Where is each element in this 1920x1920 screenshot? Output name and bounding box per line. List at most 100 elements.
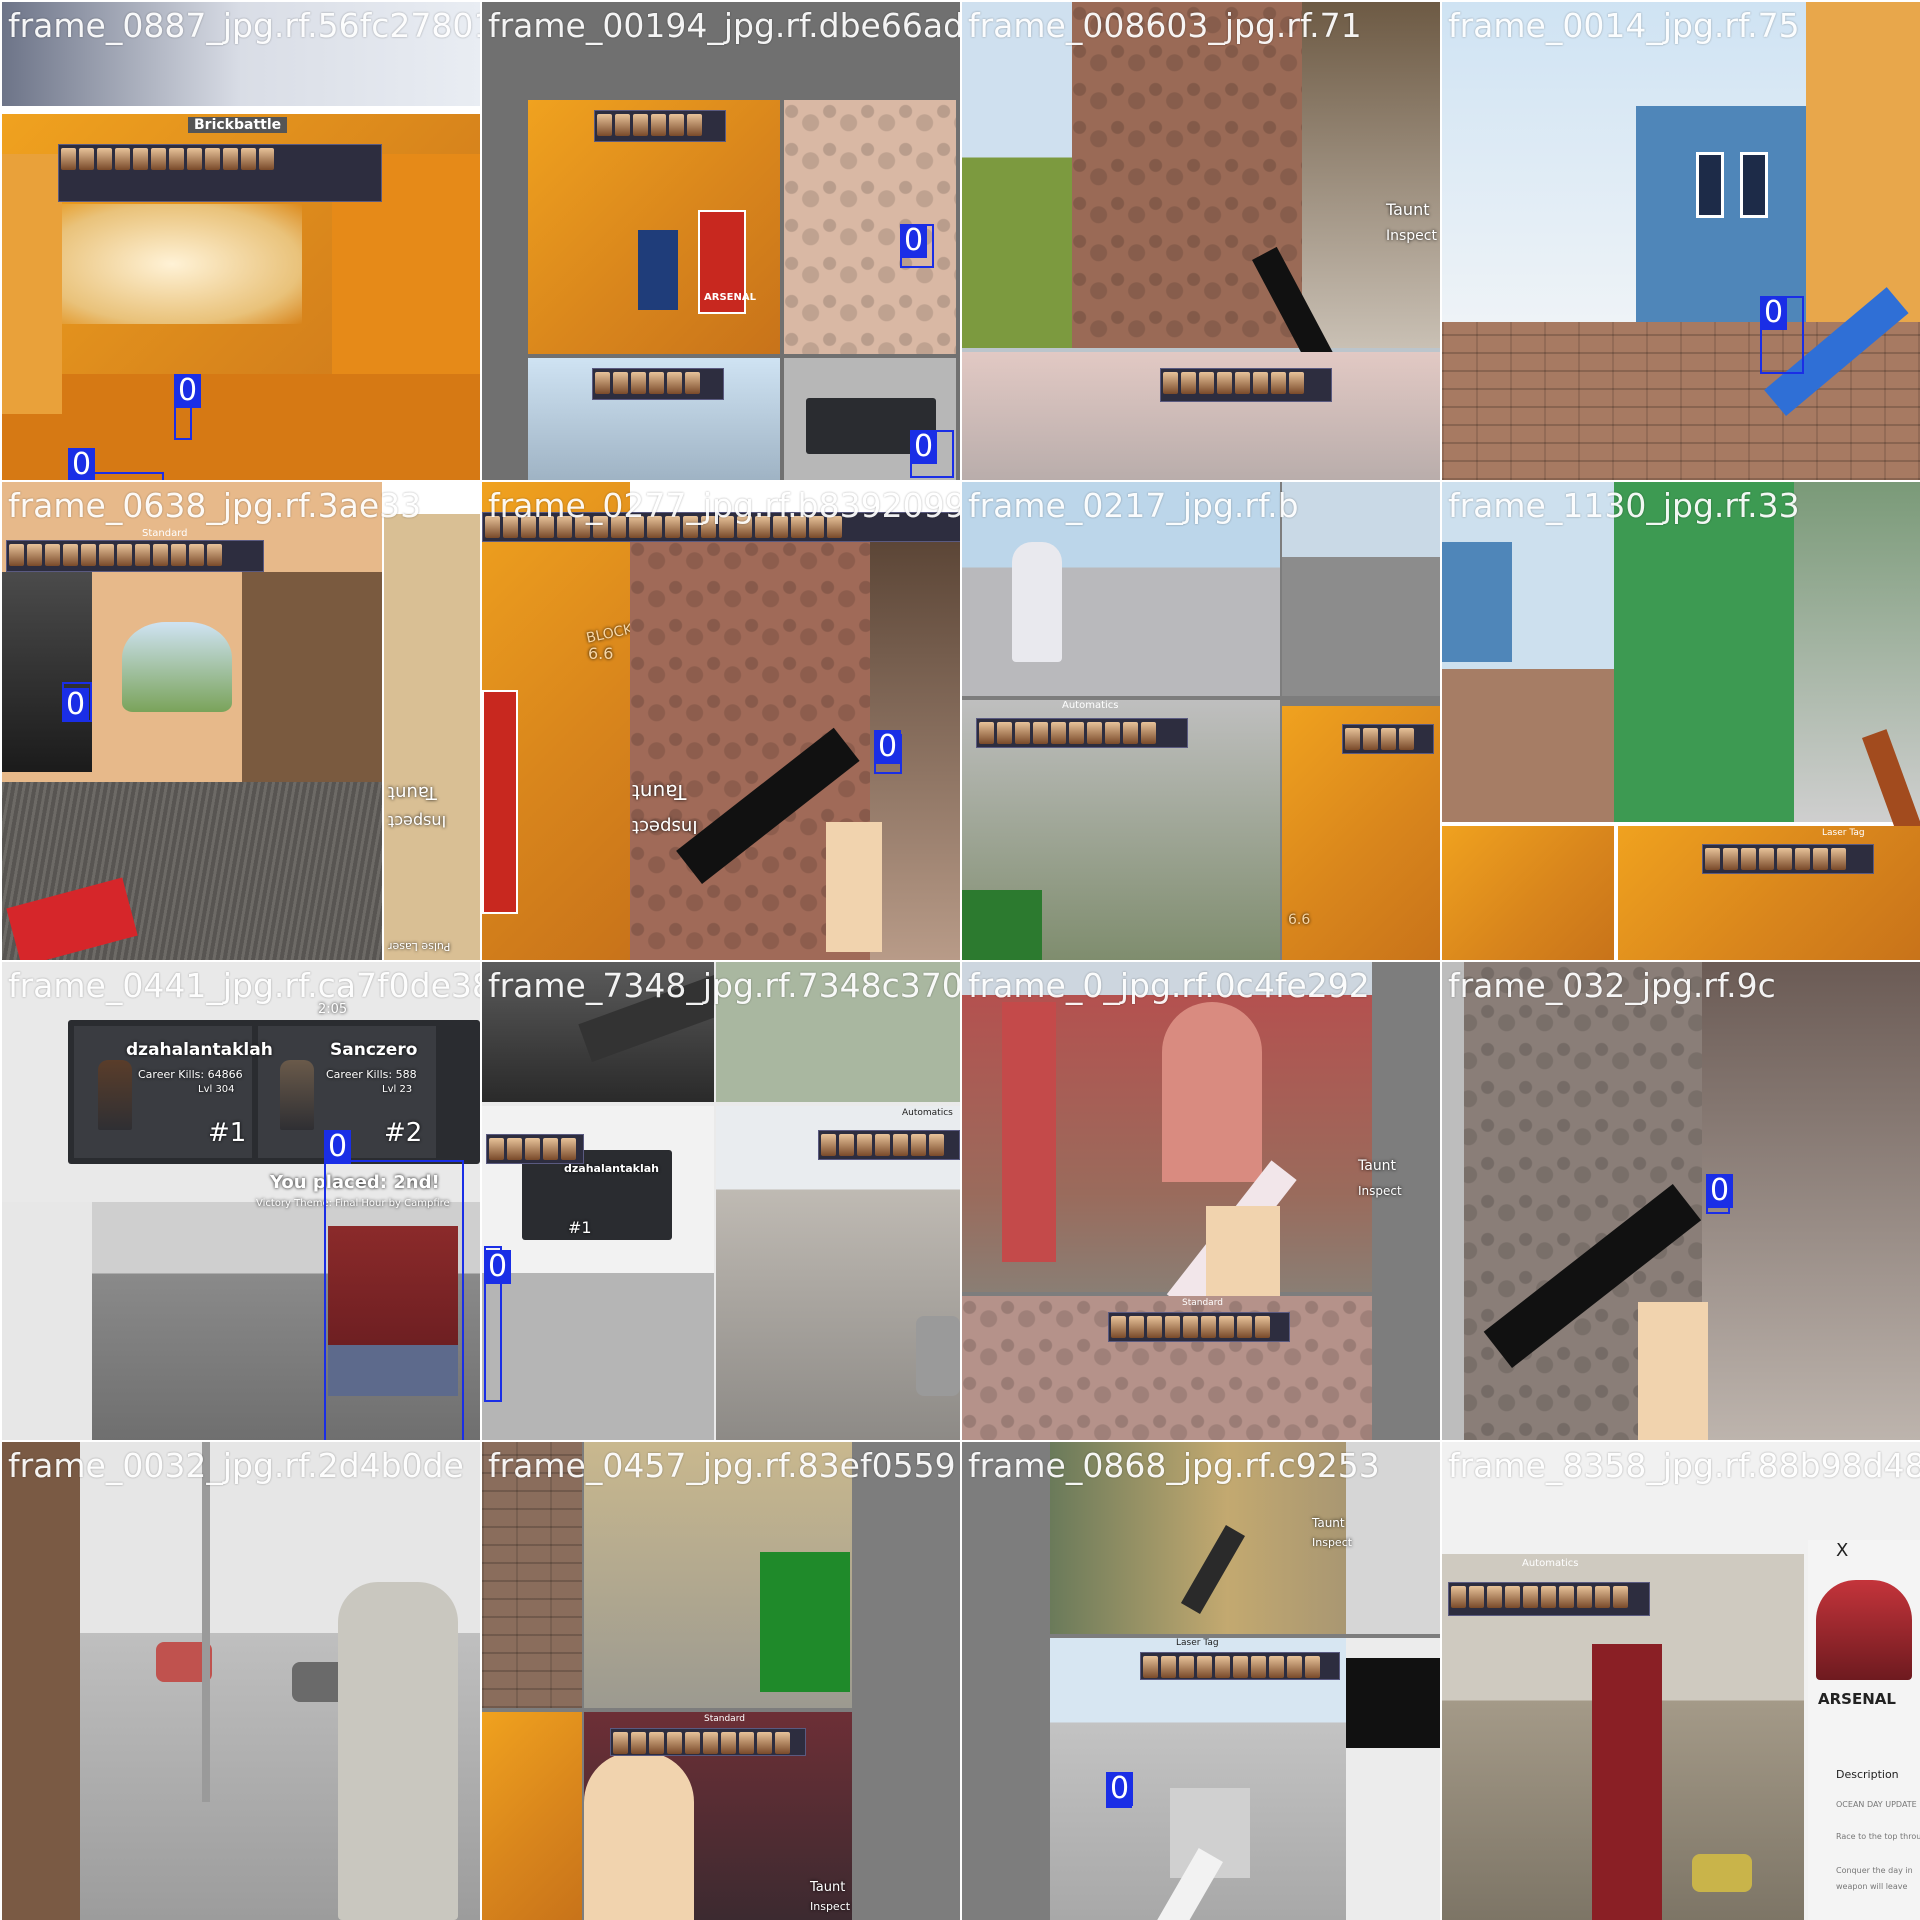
tile-16-weapon-line: weapon will leave bbox=[1836, 1882, 1908, 1891]
tile-12: 0 frame_032_jpg.rf.9c bbox=[1442, 962, 1920, 1440]
tile-10-panel-b bbox=[716, 962, 960, 1102]
tile-8-panel-c bbox=[1442, 826, 1614, 960]
tile-3-scoreboard bbox=[1160, 368, 1332, 402]
tile-2-bbox-b-label: 0 bbox=[910, 430, 938, 464]
tile-10-player1-rank: #1 bbox=[568, 1218, 592, 1237]
tile-5-taunt: Taunt bbox=[388, 782, 437, 803]
tile-1-bbox-a-label: 0 bbox=[174, 374, 202, 408]
tile-15-mode-title: Laser Tag bbox=[1176, 1638, 1219, 1648]
tile-7-panel-a bbox=[962, 482, 1280, 696]
tile-16-conquer-line: Conquer the day in bbox=[1836, 1866, 1913, 1875]
tile-6-hand bbox=[826, 822, 882, 952]
tile-7-panel-b bbox=[1282, 482, 1440, 696]
tile-5-bbox-label: 0 bbox=[62, 688, 90, 722]
tile-3: Taunt Inspect frame_008603_jpg.rf.71 bbox=[962, 2, 1440, 480]
tile-1: Brickbattle 0 0 frame_0887_jpg.rf.56fc27… bbox=[2, 2, 480, 480]
tile-2-scoreboard-a bbox=[594, 110, 726, 142]
tile-7-scoreboard-b bbox=[1342, 724, 1434, 754]
tile-11-taunt: Taunt bbox=[1358, 1158, 1397, 1174]
tile-10-player1-name: dzahalantaklah bbox=[564, 1162, 659, 1175]
tile-2-scoreboard-b bbox=[592, 368, 724, 400]
tile-15-panel-b bbox=[1346, 1442, 1440, 1634]
tile-11-panel-a bbox=[962, 962, 1372, 1292]
tile-10-bbox bbox=[484, 1246, 502, 1402]
tile-16-store-panel bbox=[1808, 1540, 1920, 1920]
tile-11-inspect: Inspect bbox=[1358, 1184, 1402, 1198]
tile-7-scoreboard-a bbox=[976, 718, 1188, 748]
tile-8: Laser Tag frame_1130_jpg.rf.33 bbox=[1442, 482, 1920, 960]
tile-5-mode-title: Standard bbox=[142, 528, 188, 539]
tile-16-arsenal-logo: ARSENAL bbox=[1818, 1690, 1896, 1708]
tile-5: Taunt Inspect Pulse Laser Standard 0 fra… bbox=[2, 482, 480, 960]
tile-5-pulse-laser: Pulse Laser bbox=[388, 940, 451, 953]
tile-9-player1-name: dzahalantaklah bbox=[126, 1040, 273, 1060]
tile-2-bbox-a-label: 0 bbox=[900, 224, 928, 258]
tile-16: Automatics ARSENAL X Description OCEAN D… bbox=[1442, 1442, 1920, 1920]
tile-15: Taunt Inspect Laser Tag 0 frame_0868_jpg… bbox=[962, 1442, 1440, 1920]
tile-1-mode-title: Brickbattle bbox=[188, 117, 288, 133]
tile-4: 0 frame_0014_jpg.rf.75 bbox=[1442, 2, 1920, 480]
tile-14: Standard Taunt Inspect frame_0457_jpg.rf… bbox=[482, 1442, 960, 1920]
tile-8-mode-title: Laser Tag bbox=[1822, 828, 1865, 838]
tile-13: frame_0032_jpg.rf.2d4b0de bbox=[2, 1442, 480, 1920]
tile-6-arsenal-card bbox=[482, 690, 518, 914]
tile-2-panel-a bbox=[528, 100, 780, 354]
tile-16-mode-title: Automatics bbox=[1522, 1558, 1579, 1569]
tile-14-panel-b bbox=[584, 1442, 852, 1708]
tile-10-mode-title: Automatics bbox=[902, 1108, 953, 1118]
tile-16-race-line: Race to the top through bbox=[1836, 1832, 1920, 1841]
tile-5-inspect: Inspect bbox=[388, 812, 447, 831]
tile-9-player2-name: Sanczero bbox=[330, 1040, 418, 1060]
tile-7-block-num: 6.6 bbox=[1288, 912, 1311, 928]
tile-2: ARSENAL 0 0 frame_00194_jpg.rf.dbe66ad6a bbox=[482, 2, 960, 480]
tile-12-hand bbox=[1638, 1302, 1708, 1440]
tile-14-panel-c bbox=[482, 1712, 582, 1920]
tile-4-bbox-label: 0 bbox=[1760, 296, 1788, 330]
tile-2-arsenal-label: ARSENAL bbox=[704, 292, 756, 303]
tile-1-scoreboard bbox=[58, 144, 382, 202]
tile-2-caption: frame_00194_jpg.rf.dbe66ad6a bbox=[488, 6, 960, 45]
tile-3-wall bbox=[1072, 2, 1302, 348]
tile-15-panel-a bbox=[1050, 1442, 1346, 1634]
tile-6-inspect: Inspect bbox=[632, 816, 698, 837]
tile-11-hand bbox=[1206, 1206, 1280, 1296]
tile-12-bbox-label: 0 bbox=[1706, 1174, 1734, 1208]
tile-7: 6.6 Automatics frame_0217_jpg.rf.b bbox=[962, 482, 1440, 960]
tile-9-caption: frame_0441_jpg.rf.ca7f0de38 bbox=[8, 966, 480, 1005]
tile-16-caption: frame_8358_jpg.rf.88b98d48 bbox=[1448, 1446, 1920, 1485]
tile-9: 2:05 dzahalantaklah Career Kills: 64866 … bbox=[2, 962, 480, 1440]
tile-9-timer: 2:05 bbox=[318, 1002, 348, 1017]
tile-15-taunt: Taunt bbox=[1312, 1516, 1345, 1530]
tile-1-top-strip bbox=[2, 2, 480, 106]
tile-9-player2-level: Lvl 23 bbox=[382, 1084, 413, 1095]
tile-3-right bbox=[1302, 2, 1440, 348]
tile-9-player1-kills: Career Kills: 64866 bbox=[138, 1068, 243, 1081]
tile-11: Taunt Inspect Standard frame_0_jpg.rf.0c… bbox=[962, 962, 1440, 1440]
tile-9-player2-rank: #2 bbox=[384, 1118, 423, 1148]
tile-3-inspect: Inspect bbox=[1386, 228, 1437, 244]
tile-9-leaderboard bbox=[68, 1020, 480, 1164]
tile-10-scoreboard-b bbox=[818, 1130, 960, 1160]
tile-16-scoreboard bbox=[1448, 1582, 1650, 1616]
tile-11-mode-title: Standard bbox=[1182, 1298, 1223, 1308]
tile-9-bbox bbox=[324, 1160, 464, 1440]
tile-16-ocean-day: OCEAN DAY UPDATE bbox=[1836, 1800, 1917, 1809]
tile-8-panel-a bbox=[1442, 482, 1614, 822]
tile-14-mode-title: Standard bbox=[704, 1714, 745, 1724]
tile-10: dzahalantaklah #1 Automatics 0 frame_734… bbox=[482, 962, 960, 1440]
tile-8-panel-b bbox=[1614, 482, 1920, 822]
tile-16-description-title: Description bbox=[1836, 1768, 1899, 1781]
tile-13-street bbox=[2, 1442, 480, 1920]
tile-14-inspect: Inspect bbox=[810, 1900, 851, 1913]
tile-6-block-num: 6.6 bbox=[588, 644, 614, 663]
tile-2-panel-b bbox=[784, 100, 956, 354]
tile-9-bbox-label: 0 bbox=[324, 1130, 352, 1164]
tile-9-player1-rank: #1 bbox=[208, 1118, 247, 1148]
tile-9-avatar bbox=[328, 1226, 458, 1396]
tile-16-close[interactable]: X bbox=[1836, 1540, 1849, 1561]
tile-2-panel-d bbox=[784, 358, 956, 480]
tile-1-bbox-b-label: 0 bbox=[68, 448, 96, 480]
tile-6: BLOCK 6.6 Taunt Inspect 0 frame_0277_jpg… bbox=[482, 482, 960, 960]
tile-5-side-panel bbox=[384, 514, 480, 960]
